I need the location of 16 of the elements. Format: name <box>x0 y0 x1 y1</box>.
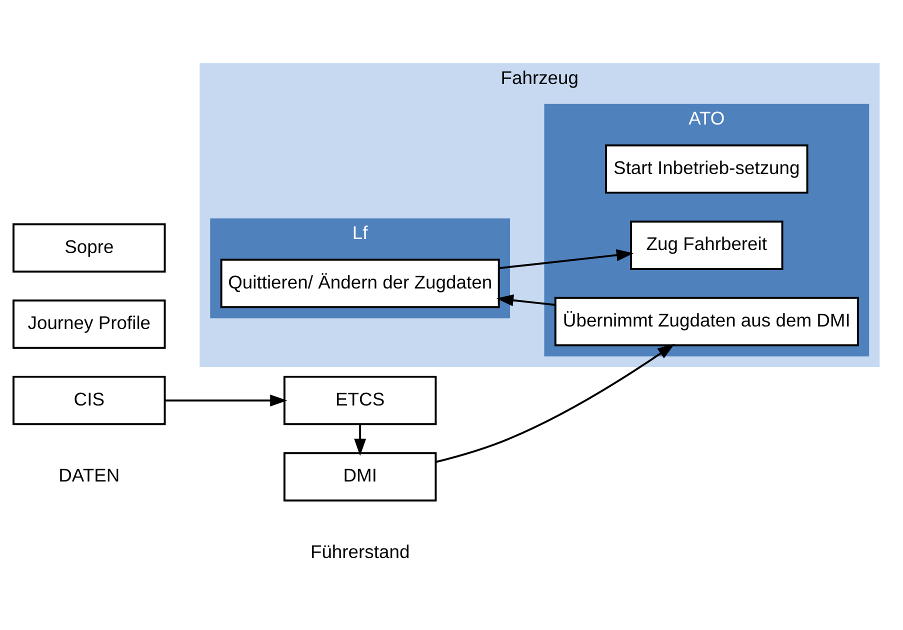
node-box: Quittieren/ Ändern der Zugdaten <box>220 258 500 308</box>
arrow <box>499 249 634 270</box>
node-box: Sopre <box>12 223 166 273</box>
node-box: CIS <box>12 376 166 426</box>
node-box: DMI <box>283 452 437 502</box>
label: DATEN <box>58 464 120 486</box>
node-box: Journey Profile <box>12 300 166 349</box>
node-box: Zug Fahrbereit <box>630 220 784 270</box>
label: Führerstand <box>310 540 410 562</box>
node-box: Start Inbetrieb-setzung <box>605 144 808 194</box>
arrow <box>496 294 556 306</box>
node-box: Übernimmt Zugdaten aus dem DMI <box>554 296 859 346</box>
arrow <box>354 424 366 456</box>
arrow <box>436 344 675 463</box>
arrow <box>164 394 288 406</box>
node-box: ETCS <box>283 376 437 426</box>
